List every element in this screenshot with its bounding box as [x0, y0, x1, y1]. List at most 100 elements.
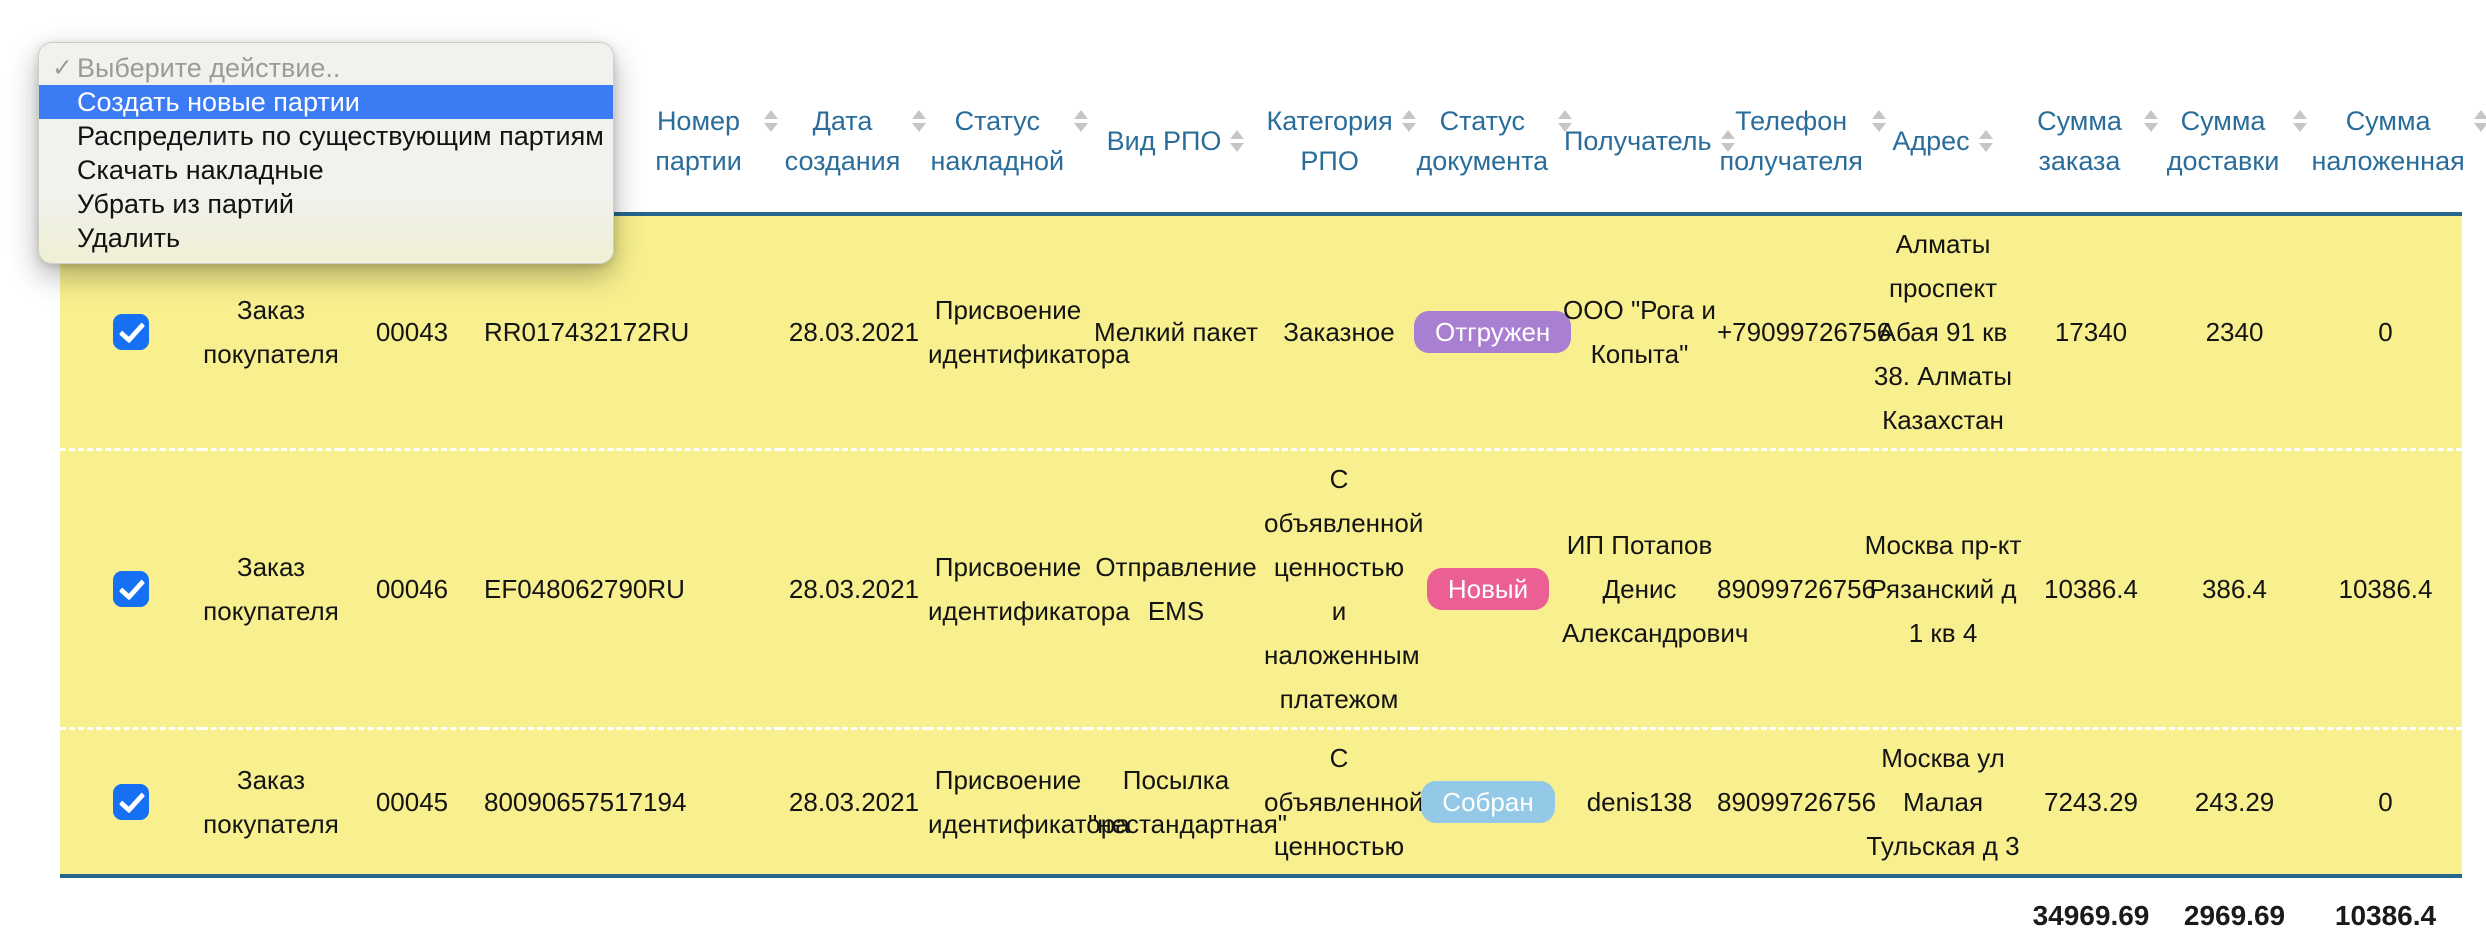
- sort-icon[interactable]: [1073, 110, 1088, 132]
- column-label-phone: Телефон получателя: [1719, 106, 1863, 176]
- cell-rpo_type: Посылка "нестандартная": [1088, 727, 1287, 878]
- cell-checkbox: [60, 727, 202, 878]
- column-header-order_sum[interactable]: Сумма заказа: [2022, 0, 2160, 216]
- cell-cod_sum: 0: [2309, 214, 2462, 450]
- sort-icon[interactable]: [2144, 110, 2158, 132]
- cell-delivery_sum: 386.4: [2160, 448, 2309, 729]
- row-checkbox[interactable]: [113, 571, 149, 607]
- column-label-order_sum: Сумма заказа: [2037, 106, 2122, 176]
- cell-rpo_category: С объявленной ценностью и наложенным пла…: [1264, 448, 1423, 729]
- dropdown-item-label: Удалить: [77, 223, 181, 253]
- cell-order_sum: 17340: [2022, 214, 2160, 450]
- sort-icon[interactable]: [1230, 130, 1245, 152]
- totals-row: 34969.69 2969.69 10386.4: [60, 876, 2462, 933]
- cell-created: 28.03.2021: [780, 448, 928, 729]
- cell-invoice_status: Присвоение идентификатора: [928, 448, 1130, 729]
- cell-invoice_status: Присвоение идентификатора: [928, 214, 1130, 450]
- cell-doc_type: Заказ покупателя: [202, 448, 340, 729]
- column-header-created[interactable]: Дата создания: [780, 0, 928, 216]
- dropdown-item[interactable]: Распределить по существующим партиям: [39, 119, 613, 153]
- column-header-cod_sum[interactable]: Сумма наложенная: [2309, 0, 2486, 216]
- sort-icon[interactable]: [1978, 130, 1994, 152]
- sort-icon[interactable]: [912, 110, 926, 132]
- cell-doc_status: Новый: [1414, 448, 1562, 729]
- column-header-recipient[interactable]: Получатель: [1562, 0, 1735, 216]
- cell-track: 80090657517194: [484, 727, 686, 878]
- cell-delivery_sum: 2340: [2160, 214, 2309, 450]
- column-label-address: Адрес: [1892, 126, 1970, 156]
- cell-rpo_category: С объявленной ценностью: [1264, 727, 1423, 878]
- dropdown-item-label: Убрать из партий: [77, 189, 294, 219]
- column-header-address[interactable]: Адрес: [1864, 0, 2022, 216]
- column-label-recipient: Получатель: [1564, 126, 1712, 156]
- column-header-batch[interactable]: Номер партии: [640, 0, 780, 216]
- cell-number: 00045: [340, 727, 484, 878]
- column-header-delivery_sum[interactable]: Сумма доставки: [2160, 0, 2309, 216]
- column-label-delivery_sum: Сумма доставки: [2166, 106, 2280, 176]
- sort-icon[interactable]: [764, 110, 778, 132]
- cell-invoice_status: Присвоение идентификатора: [928, 727, 1130, 878]
- column-header-phone[interactable]: Телефон получателя: [1717, 0, 1887, 216]
- cell-order_sum: 7243.29: [2022, 727, 2160, 878]
- column-header-invoice_status[interactable]: Статус накладной: [928, 0, 1088, 216]
- column-label-batch: Номер партии: [655, 106, 742, 176]
- column-label-created: Дата создания: [784, 106, 901, 176]
- cell-recipient: ООО "Рога и Копыта": [1562, 214, 1717, 450]
- totals-spacer: [60, 876, 2022, 933]
- total-order-sum: 34969.69: [2022, 876, 2160, 933]
- cell-checkbox: [60, 448, 202, 729]
- row-checkbox[interactable]: [113, 784, 149, 820]
- cell-track: EF048062790RU: [484, 448, 685, 729]
- cell-recipient: denis138: [1562, 727, 1717, 878]
- dropdown-item[interactable]: Создать новые партии: [39, 85, 613, 119]
- column-label-rpo_category: Категория РПО: [1266, 106, 1393, 176]
- cell-cod_sum: 0: [2309, 727, 2462, 878]
- column-header-doc_status[interactable]: Статус документа: [1414, 0, 1572, 216]
- actions-dropdown-menu: ✓Выберите действие..Создать новые партии…: [38, 42, 614, 264]
- cell-rpo_type: Отправление EMS: [1088, 448, 1264, 729]
- cell-phone: +79099726756: [1717, 214, 1891, 450]
- cell-recipient: ИП Потапов Денис Александрович: [1562, 448, 1748, 729]
- cell-phone: 89099726756: [1717, 448, 1876, 729]
- cell-number: 00046: [340, 448, 484, 729]
- cell-cod_sum: 10386.4: [2309, 448, 2462, 729]
- dropdown-item-label: Скачать накладные: [77, 155, 324, 185]
- checkmark-icon: ✓: [52, 54, 73, 82]
- status-badge: Собран: [1421, 781, 1555, 823]
- status-badge: Отгружен: [1414, 311, 1572, 353]
- sort-icon[interactable]: [2474, 110, 2486, 132]
- dropdown-item-label: Распределить по существующим партиям: [77, 121, 604, 151]
- cell-doc_status: Собран: [1414, 727, 1562, 878]
- column-header-rpo_type[interactable]: Вид РПО: [1088, 0, 1264, 216]
- dropdown-item[interactable]: ✓Выберите действие..: [39, 51, 613, 85]
- column-label-cod_sum: Сумма наложенная: [2311, 106, 2465, 176]
- cell-rpo_type: Мелкий пакет: [1088, 214, 1264, 450]
- cell-phone: 89099726756: [1717, 727, 1876, 878]
- cell-delivery_sum: 243.29: [2160, 727, 2309, 878]
- total-delivery-sum: 2969.69: [2160, 876, 2309, 933]
- sort-icon[interactable]: [1872, 110, 1887, 132]
- dropdown-item-label: Выберите действие..: [77, 53, 341, 83]
- cell-created: 28.03.2021: [780, 214, 928, 450]
- cell-batch: [640, 448, 780, 729]
- column-label-rpo_type: Вид РПО: [1106, 126, 1222, 156]
- column-label-doc_status: Статус документа: [1416, 106, 1549, 176]
- cell-address: Москва ул Малая Тульская д 3: [1864, 727, 2022, 878]
- sort-icon[interactable]: [2293, 110, 2307, 132]
- cell-address: Алматы проспект Абая 91 кв 38. Алматы Ка…: [1864, 214, 2022, 450]
- status-badge: Новый: [1426, 568, 1550, 610]
- row-checkbox[interactable]: [113, 314, 149, 350]
- cell-batch: [640, 727, 780, 878]
- cell-rpo_category: Заказное: [1264, 214, 1414, 450]
- dropdown-item[interactable]: Убрать из партий: [39, 187, 613, 221]
- dropdown-item[interactable]: Скачать накладные: [39, 153, 613, 187]
- cell-doc_type: Заказ покупателя: [202, 727, 340, 878]
- cell-batch: [640, 214, 780, 450]
- sort-icon[interactable]: [1402, 110, 1417, 132]
- column-header-rpo_category[interactable]: Категория РПО: [1264, 0, 1417, 216]
- dropdown-item[interactable]: Удалить: [39, 221, 613, 255]
- cell-order_sum: 10386.4: [2022, 448, 2160, 729]
